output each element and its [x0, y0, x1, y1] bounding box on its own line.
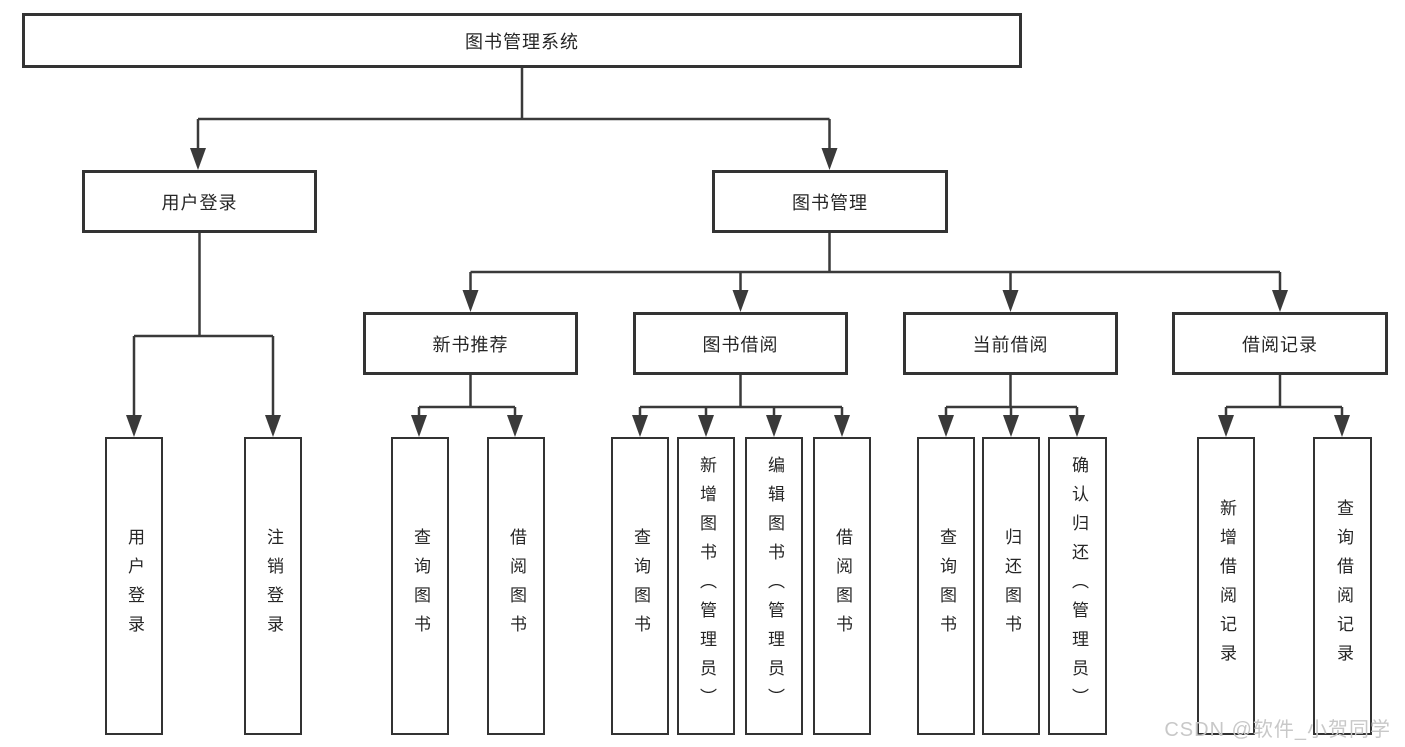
leaf-borrowing-query-books: 查询图书 [611, 437, 669, 735]
connector-book-management-to-level3 [469, 233, 1282, 294]
leaf-current-query-books: 查询图书 [917, 437, 975, 735]
arrow-icon [126, 415, 142, 437]
connector-borrowing-records-to-leaves [1224, 375, 1344, 419]
connector-root-to-level2 [196, 68, 831, 152]
arrow-icon [938, 415, 954, 437]
arrow-icon [1003, 415, 1019, 437]
node-user-login: 用户登录 [82, 170, 317, 233]
leaf-borrowing-add-books-admin: 新增图书（管理员） [677, 437, 735, 735]
arrow-icon [1334, 415, 1350, 437]
connector-book-borrowing-to-leaves [638, 375, 844, 419]
arrow-icon [1272, 290, 1288, 312]
csdn-watermark: CSDN @软件_小贺同学 [1164, 719, 1391, 741]
arrow-icon [265, 415, 281, 437]
leaf-records-query-borrow-record: 查询借阅记录 [1313, 437, 1372, 735]
arrow-icon [834, 415, 850, 437]
arrow-icon [411, 415, 427, 437]
leaf-logout: 注销登录 [244, 437, 302, 735]
leaf-borrowing-borrow-books: 借阅图书 [813, 437, 871, 735]
connector-current-borrowing-to-leaves [944, 375, 1079, 419]
leaf-current-return-books: 归还图书 [982, 437, 1040, 735]
node-book-management: 图书管理 [712, 170, 948, 233]
node-borrowing-records: 借阅记录 [1172, 312, 1388, 375]
arrow-icon [507, 415, 523, 437]
node-new-book-recommend: 新书推荐 [363, 312, 578, 375]
node-library-management-system: 图书管理系统 [22, 13, 1022, 68]
leaf-borrowing-edit-books-admin: 编辑图书（管理员） [745, 437, 803, 735]
arrow-icon [190, 148, 206, 170]
arrow-icon [698, 415, 714, 437]
arrow-icon [1002, 290, 1019, 312]
arrow-icon [821, 148, 838, 170]
node-book-borrowing: 图书借阅 [633, 312, 848, 375]
arrow-icon [1218, 415, 1234, 437]
leaf-recommend-borrow-books: 借阅图书 [487, 437, 545, 735]
node-current-borrowing: 当前借阅 [903, 312, 1118, 375]
leaf-user-login: 用户登录 [105, 437, 163, 735]
leaf-current-confirm-return-admin: 确认归还（管理员） [1048, 437, 1107, 735]
connector-new-book-recommend-to-leaves [417, 375, 517, 419]
arrow-icon [462, 290, 479, 312]
arrow-icon [732, 290, 749, 312]
arrow-icon [632, 415, 648, 437]
arrow-icon [766, 415, 782, 437]
arrow-icon [1069, 415, 1085, 437]
leaf-records-add-borrow-record: 新增借阅记录 [1197, 437, 1255, 735]
connector-user-login-to-leaves [132, 233, 275, 419]
leaf-recommend-query-books: 查询图书 [391, 437, 449, 735]
